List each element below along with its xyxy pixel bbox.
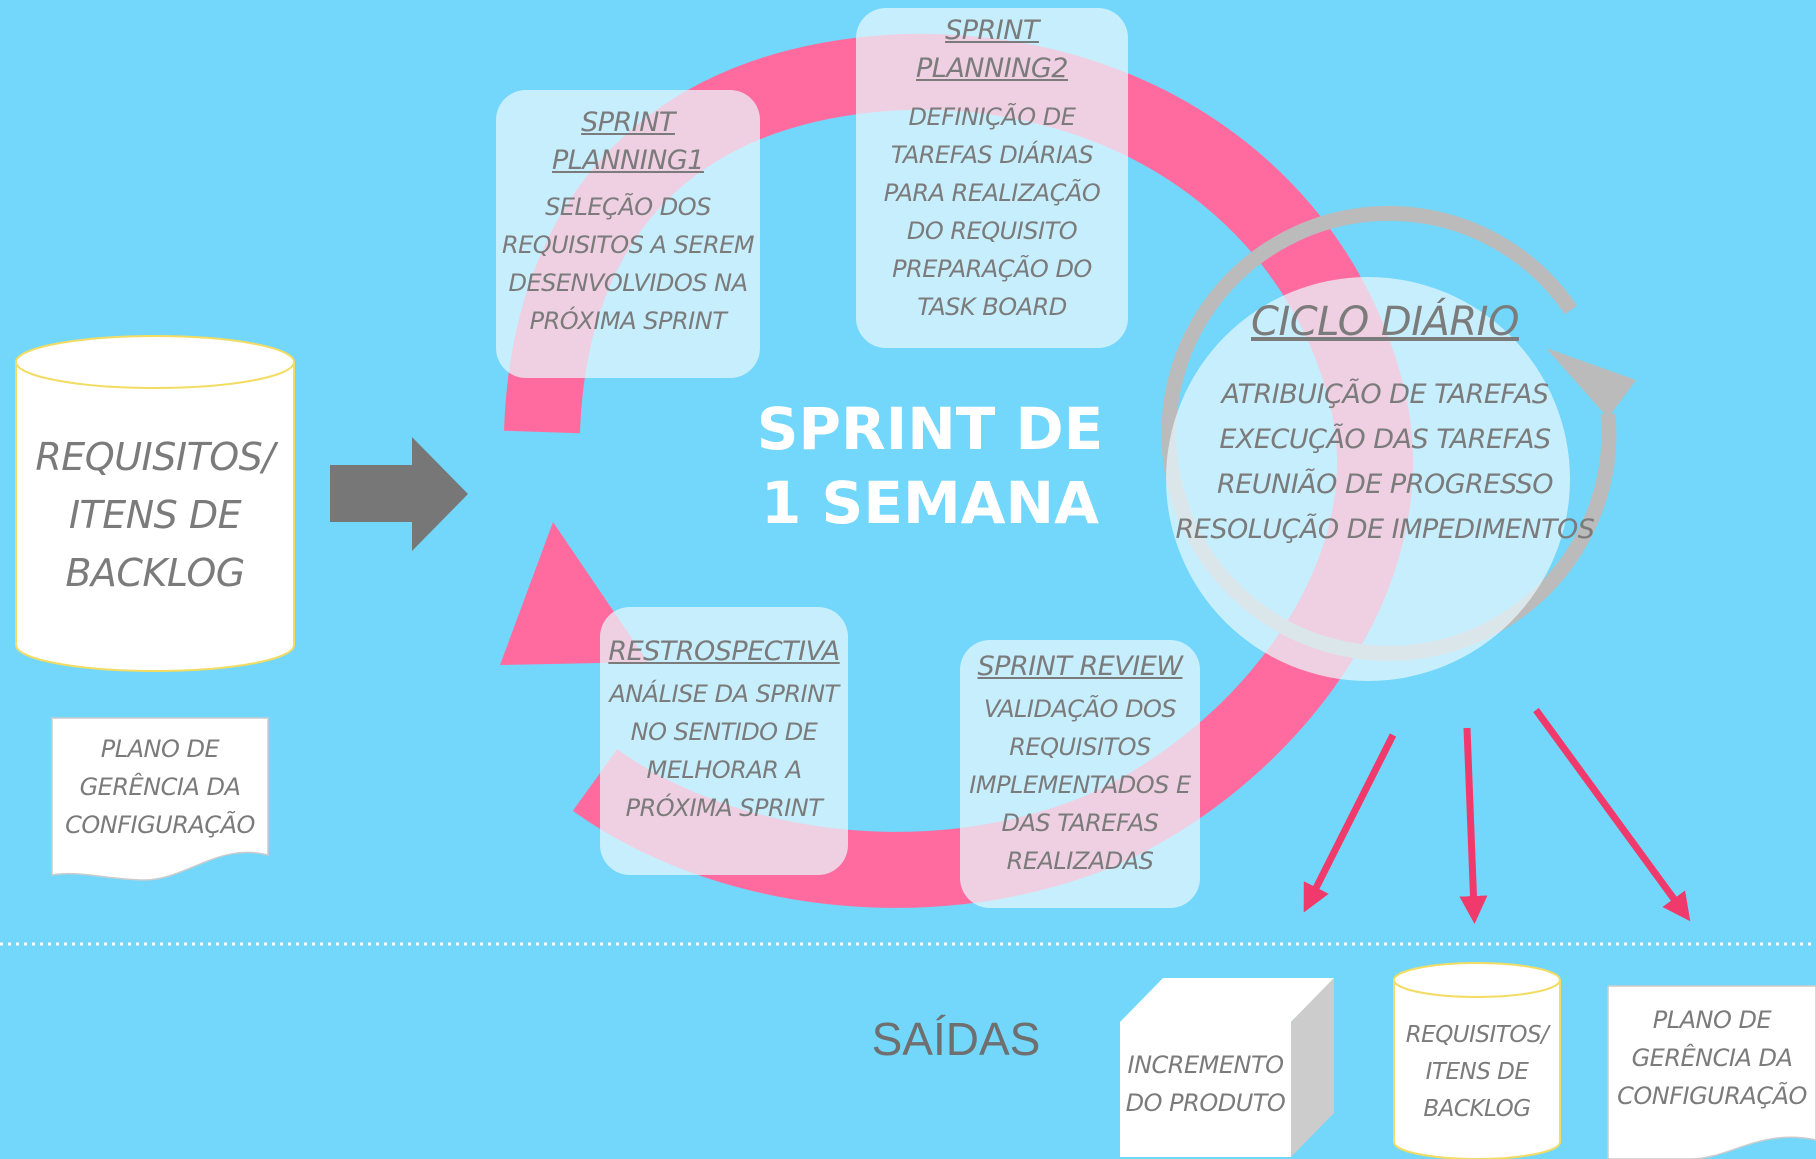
input-arrow	[330, 437, 468, 551]
output-backlog-cylinder	[1393, 962, 1561, 1159]
sprint-planning1-title: SPRINT PLANNING1	[552, 107, 704, 176]
input-plan-label: PLANO DE GERÊNCIA DA CONFIGURAÇÃO	[65, 735, 255, 839]
sprint-duration-title: SPRINT DE 1 SEMANA	[756, 395, 1104, 537]
outputs-label: SAÍDAS	[871, 1013, 1041, 1065]
output-backlog-label: REQUISITOS/ ITENS DE BACKLOG	[1405, 1022, 1549, 1122]
sprint-planning2-title: SPRINT PLANNING2	[916, 15, 1068, 84]
input-plan-document	[51, 717, 269, 881]
output-arrow-increment	[1303, 733, 1397, 913]
sprint-review-box: SPRINT REVIEW VALIDAÇÃO DOS REQUISITOS I…	[960, 640, 1200, 908]
input-backlog-cylinder	[15, 335, 295, 672]
daily-cycle-title: CICLO DIÁRIO	[1251, 299, 1519, 345]
output-increment-cube	[1120, 978, 1334, 1157]
sprint-planning2-box: SPRINT PLANNING2 DEFINIÇÃO DE TAREFAS DI…	[856, 8, 1128, 348]
sprint-planning1-description: SELEÇÃO DOS REQUISITOS A SEREM DESENVOLV…	[501, 193, 755, 335]
input-backlog-label: REQUISITOS/ ITENS DE BACKLOG	[35, 435, 275, 595]
sprint-review-title: SPRINT REVIEW	[977, 651, 1183, 682]
output-plan-label: PLANO DE GERÊNCIA DA CONFIGURAÇÃO	[1617, 1006, 1807, 1110]
daily-cycle-circle	[1166, 277, 1570, 681]
sprint-planning2-description: DEFINIÇÃO DE TAREFAS DIÁRIAS PARA REALIZ…	[883, 103, 1101, 321]
retrospective-description: ANÁLISE DA SPRINT NO SENTIDO DE MELHORAR…	[609, 680, 839, 822]
output-arrow-backlog	[1459, 727, 1488, 924]
retrospective-title: RESTROSPECTIVA	[608, 636, 840, 667]
sprint-planning1-box: SPRINT PLANNING1 SELEÇÃO DOS REQUISITOS …	[496, 90, 760, 378]
output-increment-label: INCREMENTO DO PRODUTO	[1125, 1051, 1286, 1117]
retrospective-box: RESTROSPECTIVA ANÁLISE DA SPRINT NO SENT…	[600, 607, 848, 875]
output-arrow-plan	[1533, 707, 1691, 922]
sprint-review-description: VALIDAÇÃO DOS REQUISITOS IMPLEMENTADOS E…	[969, 695, 1191, 875]
daily-cycle-text: CICLO DIÁRIO ATRIBUIÇÃO DE TAREFAS EXECU…	[1150, 292, 1620, 552]
